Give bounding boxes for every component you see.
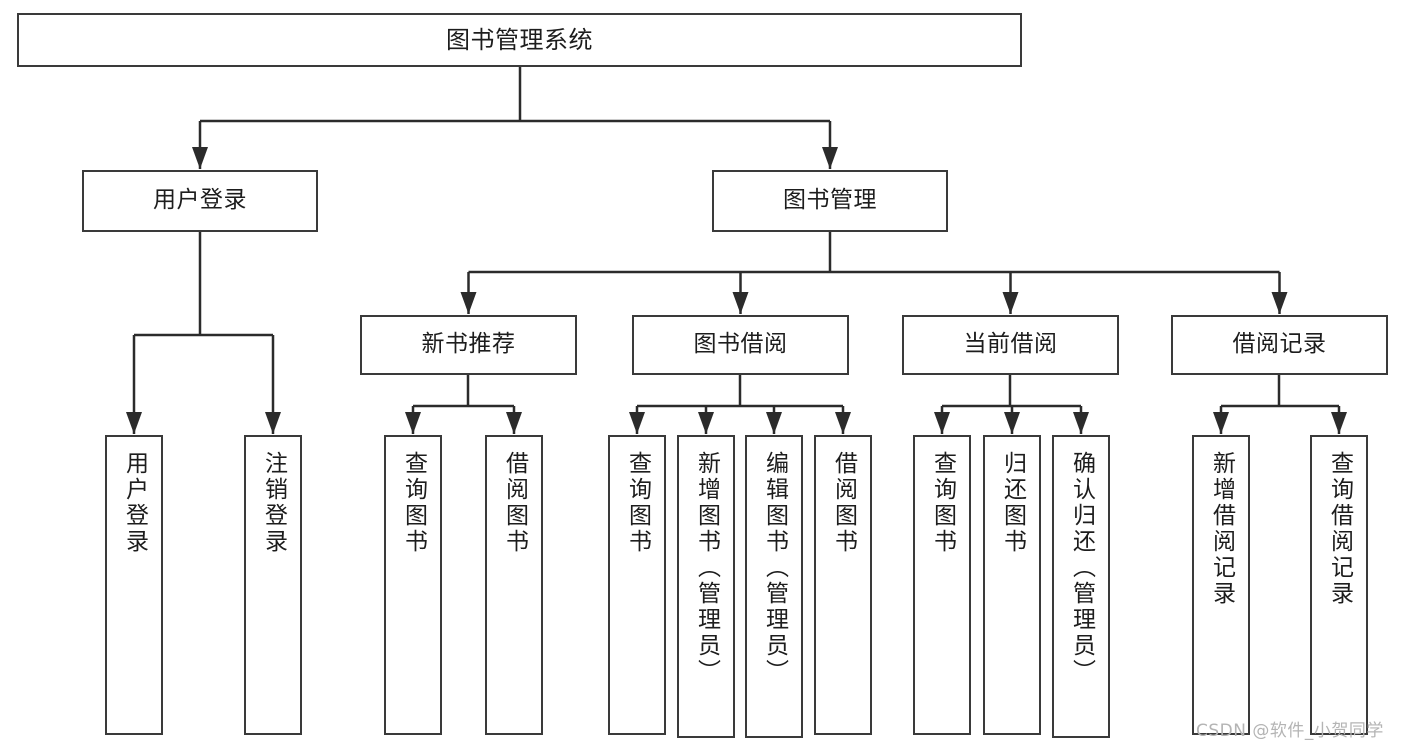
- arrowhead: [1004, 412, 1020, 434]
- node-label: 借阅图书: [830, 451, 857, 555]
- node-leaf-new-query[interactable]: 查询图书: [384, 435, 442, 735]
- arrowhead: [629, 412, 645, 434]
- node-label: 归还图书: [999, 451, 1026, 555]
- node-label: 借阅记录: [1232, 331, 1327, 358]
- node-label: 当前借阅: [963, 331, 1058, 358]
- node-label: 确认归还（管理员）: [1068, 451, 1095, 685]
- node-label: 编辑图书（管理员）: [761, 451, 788, 685]
- node-root[interactable]: 图书管理系统: [17, 13, 1022, 67]
- node-record[interactable]: 借阅记录: [1171, 315, 1388, 375]
- watermark-text: CSDN @软件_小贺同学: [1196, 721, 1384, 741]
- node-leaf-borrow-add[interactable]: 新增图书（管理员）: [677, 435, 735, 738]
- node-label: 新增借阅记录: [1208, 451, 1235, 607]
- node-label: 查询图书: [624, 451, 651, 555]
- node-label: 用户登录: [153, 187, 247, 214]
- node-label: 图书管理系统: [446, 25, 593, 54]
- node-current[interactable]: 当前借阅: [902, 315, 1119, 375]
- node-leaf-cur-confirm[interactable]: 确认归还（管理员）: [1052, 435, 1110, 738]
- node-leaf-borrow-edit[interactable]: 编辑图书（管理员）: [745, 435, 803, 738]
- node-label: 查询图书: [400, 451, 427, 555]
- node-label: 注销登录: [260, 451, 287, 555]
- node-label: 借阅图书: [501, 451, 528, 555]
- arrowhead: [1271, 292, 1288, 314]
- node-leaf-user-login[interactable]: 用户登录: [105, 435, 163, 735]
- arrowhead: [766, 412, 782, 434]
- arrowhead: [732, 292, 749, 314]
- arrowhead: [835, 412, 851, 434]
- node-label: 用户登录: [121, 451, 148, 555]
- arrowhead: [405, 412, 421, 434]
- arrowhead: [506, 412, 522, 434]
- node-label: 新增图书（管理员）: [693, 451, 720, 685]
- arrowhead: [126, 412, 142, 434]
- arrowhead: [265, 412, 281, 434]
- arrowhead: [934, 412, 950, 434]
- node-label: 新书推荐: [421, 331, 516, 358]
- arrowhead: [460, 292, 477, 314]
- node-label: 图书管理: [783, 187, 877, 214]
- arrowhead: [192, 147, 208, 169]
- node-label: 图书借阅: [693, 331, 788, 358]
- node-borrow[interactable]: 图书借阅: [632, 315, 849, 375]
- arrowhead: [1213, 412, 1229, 434]
- arrowhead: [1331, 412, 1347, 434]
- arrowhead: [1073, 412, 1089, 434]
- arrowhead: [1002, 292, 1019, 314]
- node-label: 查询借阅记录: [1326, 451, 1353, 607]
- node-login[interactable]: 用户登录: [82, 170, 318, 232]
- node-leaf-cur-query[interactable]: 查询图书: [913, 435, 971, 735]
- node-newbook[interactable]: 新书推荐: [360, 315, 577, 375]
- node-leaf-borrow-query[interactable]: 查询图书: [608, 435, 666, 735]
- node-label: 查询图书: [929, 451, 956, 555]
- node-leaf-new-borrow[interactable]: 借阅图书: [485, 435, 543, 735]
- arrowhead: [822, 147, 838, 169]
- node-leaf-user-logout[interactable]: 注销登录: [244, 435, 302, 735]
- node-leaf-rec-add[interactable]: 新增借阅记录: [1192, 435, 1250, 735]
- node-leaf-cur-return[interactable]: 归还图书: [983, 435, 1041, 735]
- node-bookmgmt[interactable]: 图书管理: [712, 170, 948, 232]
- node-leaf-rec-query[interactable]: 查询借阅记录: [1310, 435, 1368, 735]
- arrowhead: [698, 412, 714, 434]
- node-leaf-borrow-do[interactable]: 借阅图书: [814, 435, 872, 735]
